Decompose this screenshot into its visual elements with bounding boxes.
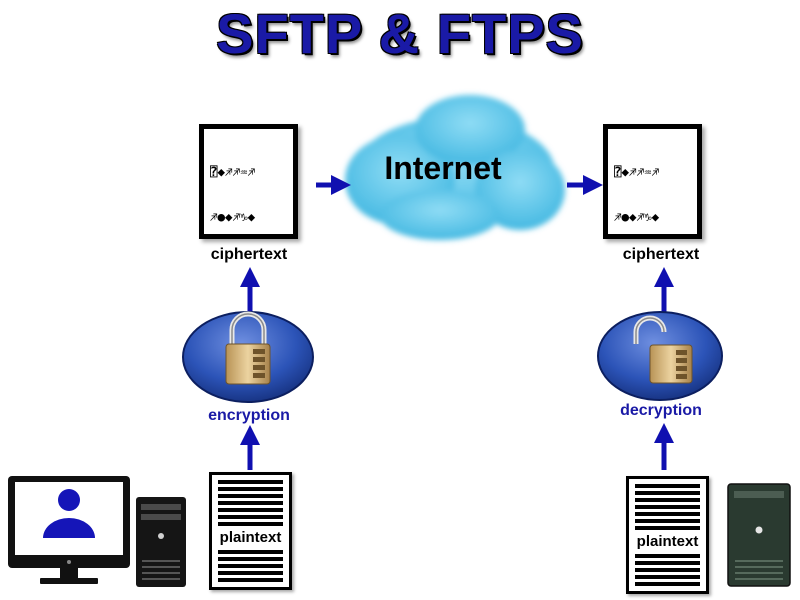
closed-lock-icon <box>225 311 271 385</box>
left-ciphertext-box: ⍰◆♐♐♒♐ ♐●◆♐♑◆ ⍰□◆♏□◆□ ⍰♏♏◆◆◆● ♏□◆□□◆♐ ⍰□… <box>199 124 298 239</box>
internet-cloud-icon <box>345 95 565 240</box>
decryption-label: decryption <box>620 402 702 419</box>
left-plaintext-label: plaintext <box>212 527 289 549</box>
encryption-ellipse <box>182 311 314 403</box>
monitor-icon <box>8 476 130 584</box>
cipher-line: ⍰◆♐♐♒♐ <box>210 164 256 179</box>
internet-label: Internet <box>384 150 502 186</box>
right-ciphertext-box: ⍰◆♐♐♒♐ ♐●◆♐♑◆ ⍰□◆♏□◆□ ⍰♏♏◆◆◆● ♏□◆□□◆♐ ⍰□… <box>603 124 702 239</box>
left-server-icon <box>136 497 186 587</box>
decryption-ellipse <box>597 311 723 401</box>
right-plaintext-document: plaintext <box>626 476 709 594</box>
cipher-line: ♐●◆♐♑◆ <box>210 209 256 224</box>
right-ciphertext-label: ciphertext <box>622 246 700 263</box>
encryption-label: encryption <box>208 407 290 424</box>
right-server-icon <box>727 483 791 587</box>
right-plaintext-label: plaintext <box>629 531 706 553</box>
page-title: SFTP & FTPS <box>216 2 584 65</box>
cipher-line: ⍰◆♐♐♒♐ <box>614 164 660 179</box>
cipher-line: ♐●◆♐♑◆ <box>614 209 660 224</box>
open-lock-icon <box>633 315 693 384</box>
left-plaintext-document: plaintext <box>209 472 292 590</box>
left-ciphertext-label: ciphertext <box>210 246 288 263</box>
